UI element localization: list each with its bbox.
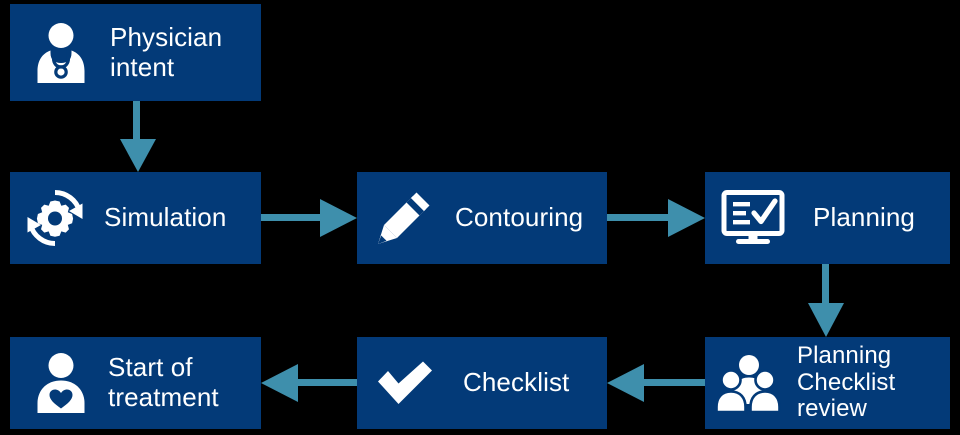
patient-heart-icon [32,352,90,414]
node-physician-intent[interactable]: Physician intent [10,4,261,101]
arrow-head-down-icon [120,139,156,172]
arrow-shaft [822,264,829,305]
pencil-icon [375,189,433,247]
arrow-physician-intent-to-simulation [120,101,156,172]
node-label: Start of treatment [108,352,219,412]
people-group-icon [717,354,781,412]
arrow-shaft [261,214,323,221]
node-planning[interactable]: Planning [705,172,950,264]
arrow-planning-to-planning-checklist-review [808,264,844,337]
gear-refresh-icon [24,187,86,249]
node-label: Planning [813,202,915,233]
node-label: Checklist [463,367,570,398]
node-contouring[interactable]: Contouring [357,172,607,264]
arrow-shaft [133,101,140,141]
arrow-shaft [607,214,671,221]
node-simulation[interactable]: Simulation [10,172,261,264]
node-label: Physician intent [110,21,223,82]
arrow-contouring-to-planning [607,199,705,237]
arrow-planning-checklist-review-to-checklist [607,364,705,402]
arrow-shaft [641,379,705,386]
node-planning-checklist-review[interactable]: Planning Checklist review [705,337,950,429]
node-start-of-treatment[interactable]: Start of treatment [10,337,261,429]
node-label: Planning Checklist review [797,341,896,423]
arrow-checklist-to-start-of-treatment [261,364,357,402]
arrow-head-right-icon [668,199,705,237]
arrow-head-left-icon [607,364,644,402]
node-label: Contouring [455,202,584,233]
doctor-stethoscope-icon [32,22,90,84]
node-checklist[interactable]: Checklist [357,337,607,429]
checkmark-icon [375,361,435,405]
arrow-head-down-icon [808,303,844,337]
arrow-head-left-icon [261,364,298,402]
node-label: Simulation [104,202,227,233]
arrow-simulation-to-contouring [261,199,357,237]
monitor-checklist-icon [721,190,785,246]
arrow-shaft [295,379,357,386]
arrow-head-right-icon [320,199,357,237]
